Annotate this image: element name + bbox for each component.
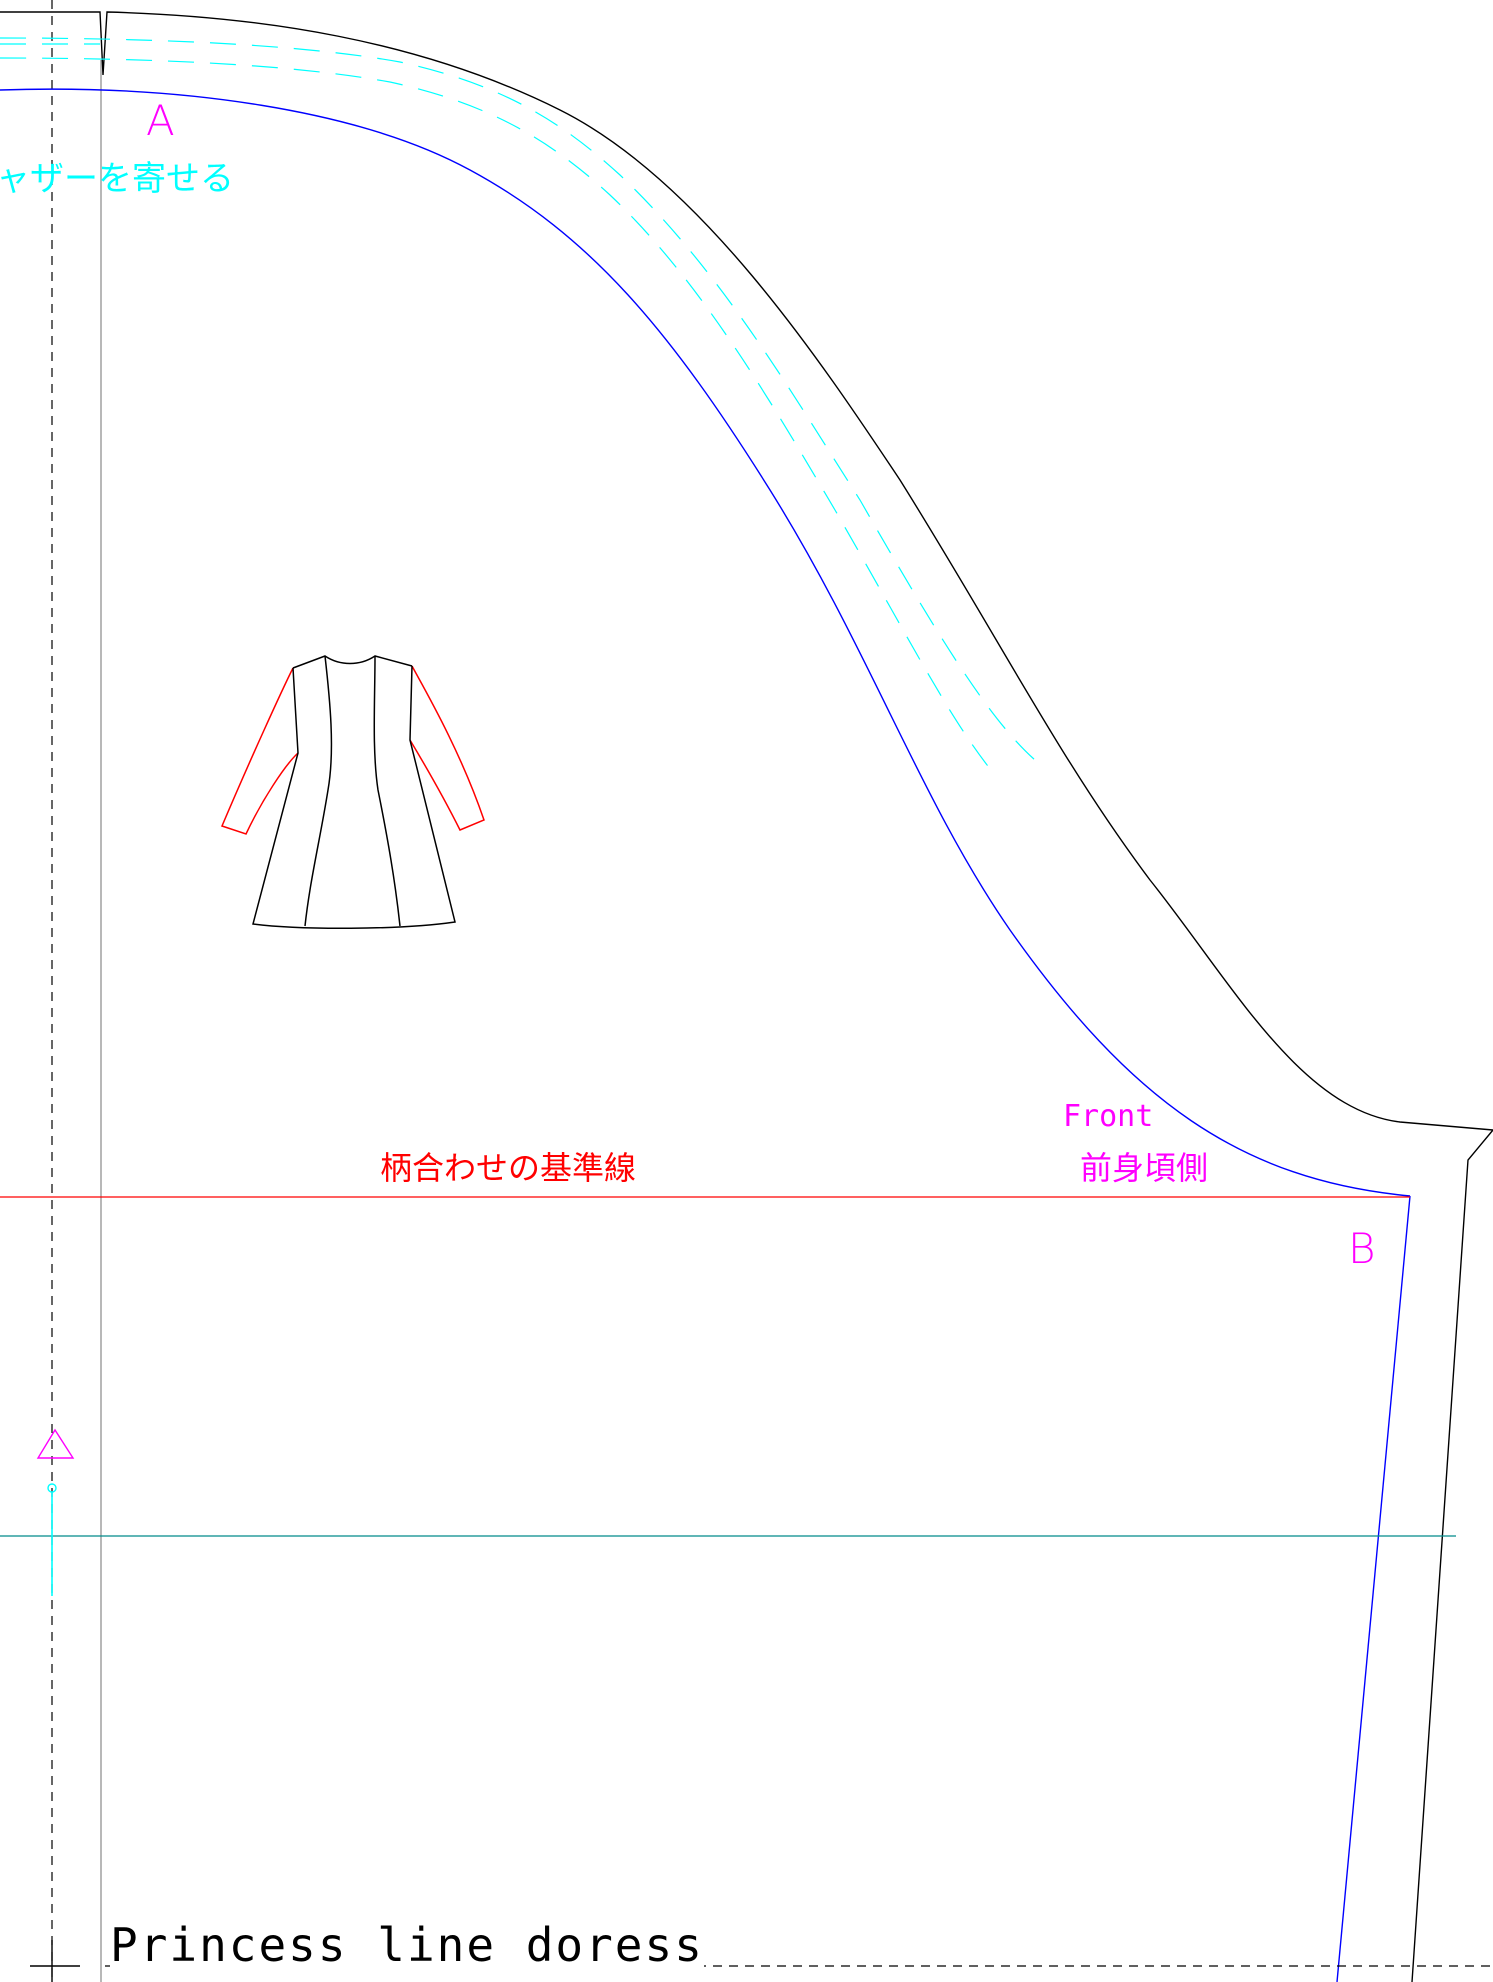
gather-stitch-line-1: [0, 37, 1036, 761]
seam-line-armhole: [0, 88, 1411, 1197]
point-a-label: A: [146, 96, 175, 145]
pattern-match-label: 柄合わせの基準線: [380, 1149, 637, 1187]
gather-stitch-line-2: [0, 57, 996, 776]
front-en-label: Front: [1063, 1099, 1154, 1134]
cut-line-top: [0, 11, 1493, 1131]
pattern-title: Princess line doress: [110, 1918, 704, 1972]
seam-line-side: [1336, 1195, 1411, 1982]
front-jp-label: 前身頃側: [1080, 1149, 1209, 1187]
dress-illustration-icon: [220, 655, 485, 930]
gather-note-label: ギャザーを寄せる: [0, 159, 234, 199]
triangle-marker-icon: [36, 1428, 75, 1459]
cut-line-side: [1411, 1129, 1493, 1982]
point-b-label: B: [1348, 1224, 1376, 1273]
